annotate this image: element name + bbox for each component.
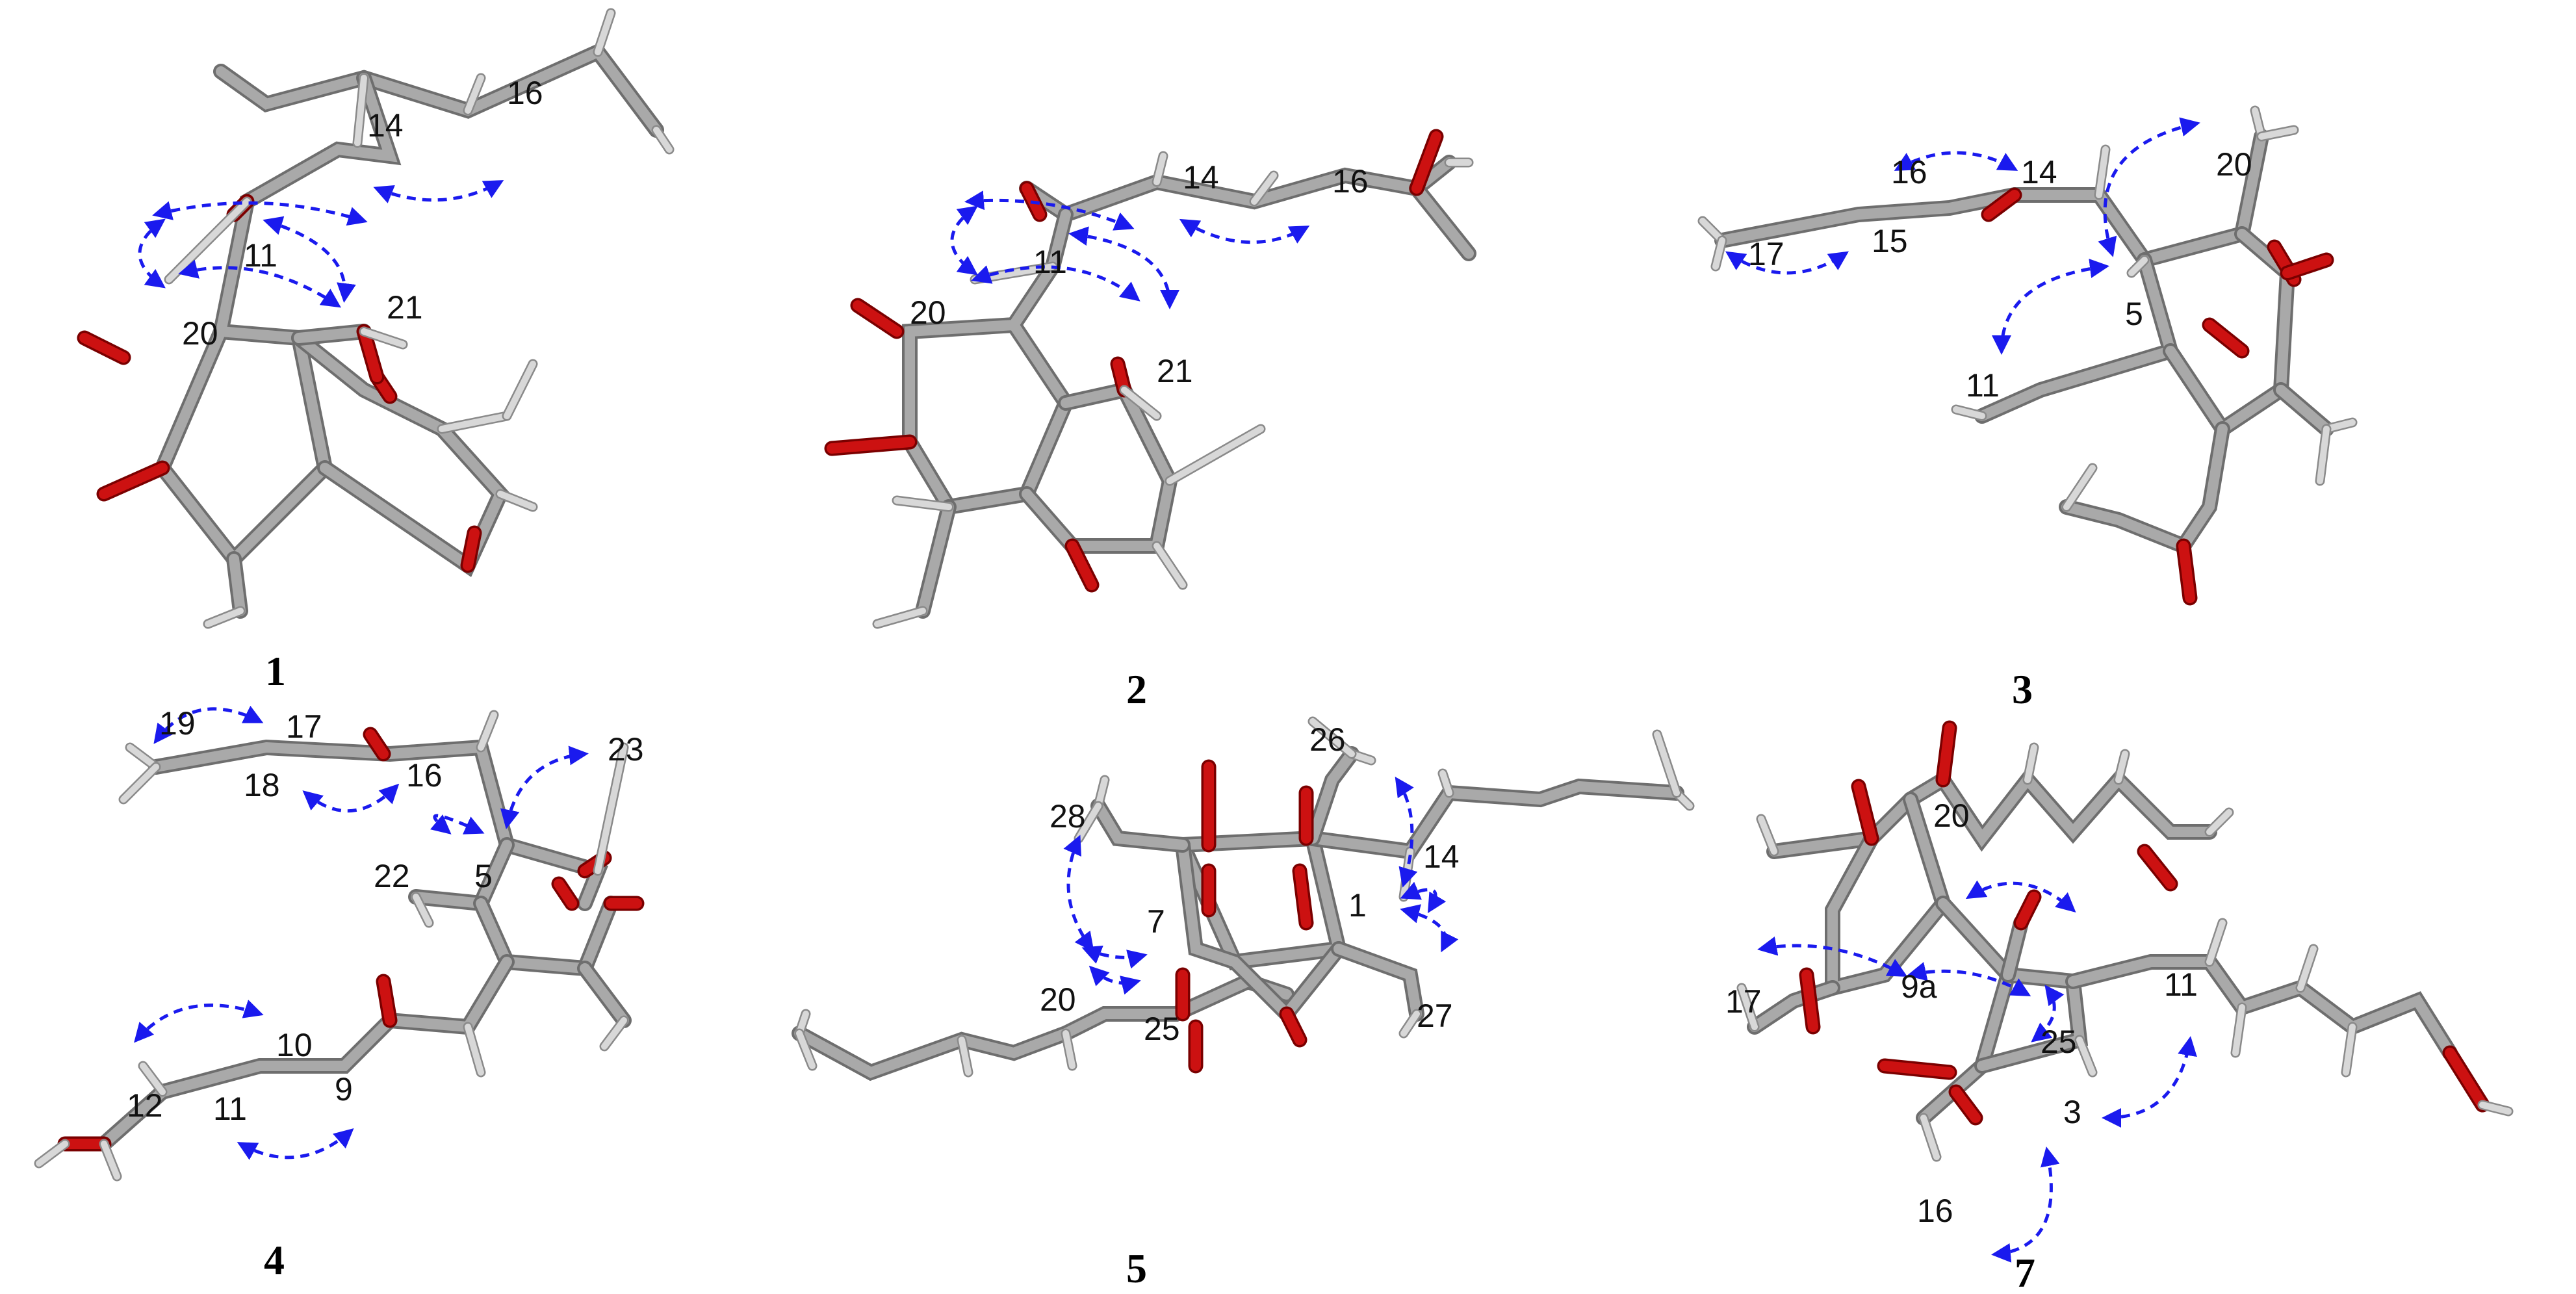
compound-4-label: 4 [264, 1237, 285, 1283]
compound-4-atom-label: 9 [335, 1071, 353, 1107]
compound-5-noe-correlations [1063, 777, 1459, 995]
compound-1-atom-label: 16 [507, 75, 543, 111]
compound-3-atom-label: 15 [1872, 223, 1908, 259]
compound-7-noe-correlations [1757, 880, 2197, 1263]
compound-7-atom-label: 20 [1933, 797, 1970, 834]
compound-7-atom-label: 9a [1901, 968, 1937, 1005]
compound-7-atom-label: 3 [2063, 1094, 2081, 1130]
compound-5-atom-label: 27 [1417, 998, 1453, 1034]
compound-1-carbon-skeleton [153, 42, 664, 619]
compound-3-atom-label: 11 [1966, 367, 2000, 404]
compound-5-oxygens [1175, 759, 1314, 1074]
compound-3-atom-label: 5 [2125, 296, 2143, 332]
compound-4-atom-label: 5 [474, 858, 493, 894]
compound-3-structure: 16 14 20 17 15 5 11 3 [1697, 105, 2358, 712]
compound-1-atom-label: 20 [182, 315, 218, 352]
compound-3-noe-correlations [1725, 117, 2200, 355]
compound-2-atom-label: 21 [1157, 353, 1193, 389]
compound-7-hydrogens [1736, 742, 2514, 1162]
compound-4-atom-label: 16 [406, 757, 443, 794]
compound-5-structure: 26 28 14 7 1 20 25 27 5 [792, 716, 1695, 1291]
compound-5-atom-label: 20 [1040, 981, 1076, 1018]
compound-2-oxygens [824, 129, 1444, 593]
compound-2-atom-label: 11 [1033, 244, 1067, 280]
compound-4-atom-label: 19 [159, 705, 196, 742]
compound-1-atom-label: 11 [244, 237, 277, 274]
compound-1-atom-label: 14 [367, 107, 404, 144]
compound-2-structure: 14 16 11 20 21 2 [824, 129, 1476, 712]
compound-4-atom-label: 10 [276, 1027, 313, 1063]
compound-2-atom-label: 20 [910, 294, 946, 331]
compound-4-structure: 19 17 18 16 23 22 5 10 9 12 11 4 [34, 705, 645, 1283]
compound-3-atom-label: 16 [1891, 154, 1927, 190]
compound-4-noe-correlations [134, 705, 589, 1160]
compound-5-atom-label: 14 [1423, 838, 1460, 875]
compound-2-atom-label: 16 [1332, 163, 1369, 200]
compound-2-atom-label: 14 [1183, 159, 1219, 196]
compound-5-label: 5 [1126, 1245, 1147, 1291]
compound-3-carbon-skeleton [1714, 129, 2334, 556]
compound-4-atom-label: 12 [127, 1087, 163, 1124]
compound-3-atom-label: 14 [2021, 154, 2057, 190]
compound-5-carbon-skeleton [792, 746, 1684, 1081]
compound-4-atom-label: 17 [286, 708, 322, 745]
compound-3-atom-label: 20 [2216, 146, 2252, 183]
compound-7-atom-label: 17 [1725, 983, 1762, 1020]
compound-1-label: 1 [265, 648, 286, 694]
compound-1-atom-label: 21 [387, 289, 423, 326]
compound-2-label: 2 [1126, 666, 1147, 712]
compound-5-atom-label: 1 [1348, 887, 1367, 924]
compound-1-structure: 14 16 11 20 21 1 [77, 8, 675, 694]
compound-4-atom-label: 11 [213, 1091, 247, 1127]
compound-5-atom-label: 28 [1050, 798, 1086, 835]
compound-7-atom-label: 25 [2041, 1024, 2077, 1060]
compound-5-atom-label: 25 [1144, 1011, 1180, 1047]
compound-7-label: 7 [2015, 1250, 2035, 1294]
compound-7-oxygens [1799, 720, 2490, 1126]
compound-3-oxygens [1981, 187, 2334, 606]
compound-2-noe-correlations [950, 190, 1310, 309]
compound-5-hydrogens [794, 716, 1695, 1078]
compound-4-hydrogens [34, 710, 629, 1182]
compound-1-oxygens [77, 194, 482, 573]
compound-7-atom-label: 11 [2164, 966, 2198, 1003]
compound-7-atom-label: 16 [1917, 1193, 1953, 1229]
compound-4-atom-label: 23 [608, 731, 644, 768]
compound-4-atom-label: 18 [244, 767, 280, 803]
compound-7-structure: 20 17 9a 11 25 3 16 7 [1725, 720, 2514, 1294]
compound-4-atom-label: 22 [374, 858, 410, 894]
compound-5-atom-label: 7 [1147, 903, 1165, 940]
compound-1-noe-correlations [138, 180, 504, 308]
compound-5-atom-label: 26 [1309, 721, 1346, 758]
compound-3-atom-label: 17 [1748, 236, 1784, 272]
compound-2-hydrogens [872, 151, 1474, 629]
compound-3-label: 3 [2012, 666, 2033, 712]
